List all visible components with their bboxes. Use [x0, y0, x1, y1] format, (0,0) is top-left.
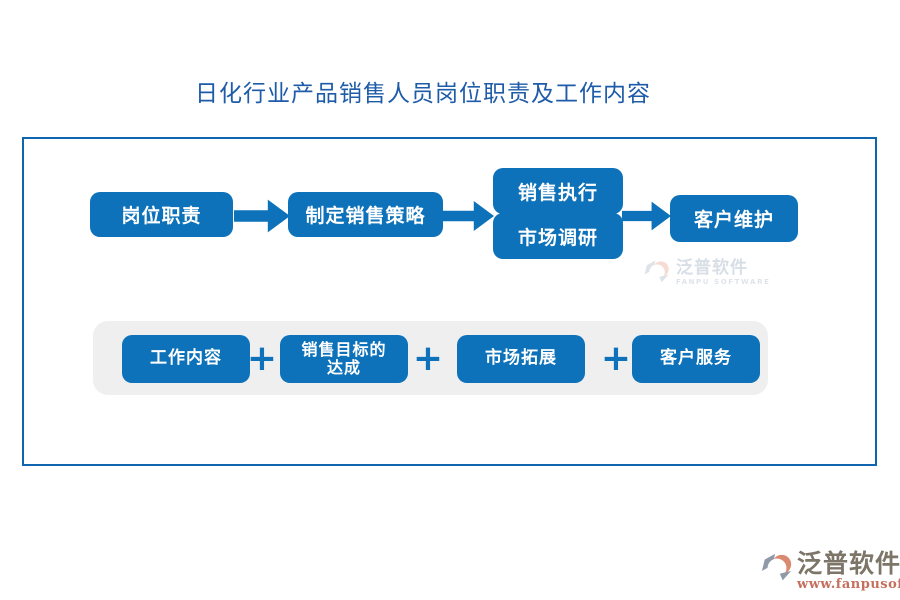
fanpu-logo-icon	[761, 553, 792, 581]
footer-brand-text: 泛普软件	[797, 549, 900, 578]
work-item-label: 市场拓展	[485, 348, 557, 369]
flow-step-customer-maintenance: 客户维护	[670, 195, 798, 242]
flow-step-label: 市场调研	[517, 226, 598, 249]
plus-separator: +	[246, 338, 278, 379]
work-item-label: 工作内容	[150, 348, 222, 369]
arrow-right-icon	[443, 201, 494, 231]
diagram-frame: 岗位职责 制定销售策略 销售执行 市场调研 客户维护	[22, 137, 877, 466]
plus-separator: +	[412, 338, 444, 379]
watermark-brand-en-text: FANPU SOFTWARE	[676, 278, 771, 287]
page-title: 日化行业产品销售人员岗位职责及工作内容	[195, 81, 651, 107]
flow-step-label: 制定销售策略	[305, 205, 426, 227]
fanpu-logo: 泛普软件 www.fanpusoft.com	[760, 550, 900, 592]
flow-step-develop-strategy: 制定销售策略	[288, 192, 443, 237]
work-item-label-line1: 销售目标的	[301, 339, 387, 359]
work-item-market-expansion: 市场拓展	[457, 335, 585, 383]
flow-step-label: 岗位职责	[121, 205, 202, 227]
flow-step-job-duties: 岗位职责	[90, 192, 233, 237]
footer-url-text: www.fanpusoft.com	[797, 576, 900, 592]
work-item-label: 客户服务	[660, 348, 732, 369]
arrow-right-icon	[234, 199, 290, 233]
work-item-label-line2: 达成	[326, 358, 361, 377]
flow-step-market-research: 市场调研	[493, 213, 623, 259]
flow-step-label: 客户维护	[693, 209, 774, 231]
work-item-sales-target: 销售目标的 达成	[280, 335, 408, 383]
plus-separator: +	[600, 338, 632, 379]
flow-step-label: 销售执行	[517, 181, 598, 204]
watermark-logo: 泛普软件 FANPU SOFTWARE	[643, 258, 770, 288]
flow-step-sales-execution: 销售执行	[493, 168, 623, 214]
fanpu-logo-icon	[644, 260, 669, 283]
arrow-right-icon	[622, 201, 671, 231]
work-item-customer-service: 客户服务	[632, 335, 760, 383]
work-item-work-content: 工作内容	[122, 335, 250, 383]
watermark-brand-text: 泛普软件	[676, 258, 748, 278]
